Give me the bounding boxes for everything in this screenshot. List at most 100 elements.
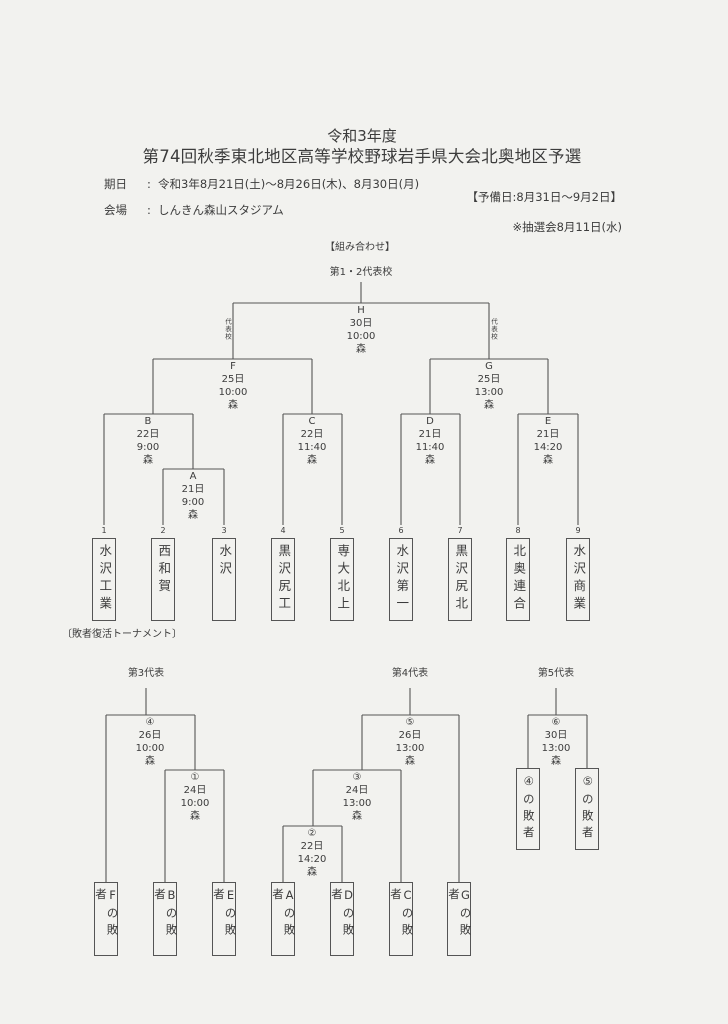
team-number: 6 bbox=[398, 526, 404, 535]
loser-entry-box-label: Fの敗者 bbox=[94, 888, 120, 940]
winner-label: 第1・2代表校 bbox=[329, 267, 393, 278]
venue-separator: : bbox=[147, 203, 151, 217]
team-box-label: 北奥連合 bbox=[511, 544, 527, 614]
fourth-rep-label: 第4代表 bbox=[391, 668, 429, 679]
main-bracket-heading: 【組み合わせ】 bbox=[325, 242, 395, 253]
fifth-rep-label: 第5代表 bbox=[537, 668, 575, 679]
game-venue: 森 bbox=[355, 344, 366, 355]
game-date: 26日 bbox=[138, 730, 162, 741]
game-time: 14:20 bbox=[533, 442, 563, 453]
game-date: 21日 bbox=[181, 484, 205, 495]
third-rep-label: 第3代表 bbox=[127, 668, 165, 679]
game-id: C bbox=[308, 416, 316, 427]
game-time: 11:40 bbox=[415, 442, 445, 453]
game-id: ⑤ bbox=[405, 717, 415, 728]
game-date: 25日 bbox=[477, 374, 501, 385]
game-time: 9:00 bbox=[181, 497, 205, 508]
game-E: E 21日 14:20 森 bbox=[534, 415, 563, 467]
team-box-label: 水沢 bbox=[217, 544, 233, 579]
team-number: 1 bbox=[101, 526, 107, 535]
team-number: 5 bbox=[339, 526, 345, 535]
game-4: ④ 26日 10:00 森 bbox=[136, 716, 165, 768]
final-loser-entry-box-label: ⑤の敗者 bbox=[580, 774, 595, 843]
game-date: 25日 bbox=[221, 374, 245, 385]
game-time: 10:00 bbox=[135, 743, 165, 754]
game-H: H 30日 10:00 森 bbox=[347, 304, 376, 356]
team-number: 4 bbox=[280, 526, 286, 535]
game-venue: 森 bbox=[404, 756, 415, 767]
title-tournament: 第74回秋季東北地区高等学校野球岩手県大会北奥地区予選 bbox=[142, 147, 582, 166]
game-date: 21日 bbox=[418, 429, 442, 440]
loser-entry-box: Gの敗者 bbox=[447, 882, 473, 956]
game-C: C 22日 11:40 森 bbox=[298, 415, 327, 467]
game-time: 10:00 bbox=[346, 331, 376, 342]
loser-entry-box-label: Cの敗者 bbox=[389, 888, 415, 940]
game-id: ④ bbox=[145, 717, 155, 728]
team-box: 黒沢尻工 bbox=[271, 538, 295, 621]
game-venue: 森 bbox=[424, 455, 435, 466]
game-date: 22日 bbox=[300, 429, 324, 440]
lottery-date: ※抽選会8月11日(水) bbox=[512, 220, 622, 234]
date-separator: : bbox=[147, 177, 151, 191]
reserve-days: 【予備日:8月31日～9月2日】 bbox=[466, 190, 622, 204]
game-venue: 森 bbox=[351, 811, 362, 822]
game-time: 10:00 bbox=[180, 798, 210, 809]
loser-entry-box: Fの敗者 bbox=[94, 882, 120, 956]
game-time: 14:20 bbox=[297, 854, 327, 865]
team-box-label: 黒沢尻北 bbox=[453, 544, 469, 614]
game-time: 11:40 bbox=[297, 442, 327, 453]
game-time: 13:00 bbox=[395, 743, 425, 754]
team-box: 水沢工業 bbox=[92, 538, 116, 621]
game-venue: 森 bbox=[187, 510, 198, 521]
team-box-label: 黒沢尻工 bbox=[276, 544, 292, 614]
venue-label: 会場 bbox=[104, 203, 127, 217]
team-number: 8 bbox=[515, 526, 521, 535]
team-box-label: 水沢商業 bbox=[571, 544, 587, 614]
loser-entry-box-label: Bの敗者 bbox=[153, 888, 179, 940]
game-date: 22日 bbox=[136, 429, 160, 440]
game-date: 26日 bbox=[398, 730, 422, 741]
game-time: 10:00 bbox=[218, 387, 248, 398]
team-number: 2 bbox=[160, 526, 166, 535]
loser-entry-box: Aの敗者 bbox=[271, 882, 297, 956]
game-id: ⑥ bbox=[551, 717, 561, 728]
game-id: H bbox=[357, 305, 365, 316]
team-number: 7 bbox=[457, 526, 463, 535]
loser-entry-box: Bの敗者 bbox=[153, 882, 179, 956]
game-5: ⑤ 26日 13:00 森 bbox=[396, 716, 425, 768]
final-loser-entry-box-label: ④の敗者 bbox=[521, 774, 536, 843]
game-id: E bbox=[544, 416, 552, 427]
game-time: 13:00 bbox=[474, 387, 504, 398]
game-id: D bbox=[426, 416, 434, 427]
game-date: 22日 bbox=[300, 841, 324, 852]
team-box: 水沢商業 bbox=[566, 538, 590, 621]
loser-entry-box-label: Eの敗者 bbox=[212, 888, 238, 940]
game-date: 30日 bbox=[349, 318, 373, 329]
game-id: B bbox=[144, 416, 152, 427]
team-box-label: 西和賀 bbox=[156, 544, 172, 597]
loser-entry-box-label: Aの敗者 bbox=[271, 888, 297, 940]
team-box: 西和賀 bbox=[151, 538, 175, 621]
game-venue: 森 bbox=[306, 455, 317, 466]
loser-entry-box: Eの敗者 bbox=[212, 882, 238, 956]
game-venue: 森 bbox=[142, 455, 153, 466]
date-value: 令和3年8月21日(土)～8月26日(木)、8月30日(月) bbox=[158, 177, 420, 191]
loser-entry-box: Cの敗者 bbox=[389, 882, 415, 956]
game-venue: 森 bbox=[144, 756, 155, 767]
title-year: 令和3年度 bbox=[327, 127, 397, 145]
game-date: 21日 bbox=[536, 429, 560, 440]
team-box: 北奥連合 bbox=[506, 538, 530, 621]
loser-entry-box: Dの敗者 bbox=[330, 882, 356, 956]
final-loser-entry-box: ④の敗者 bbox=[516, 768, 540, 850]
game-venue: 森 bbox=[542, 455, 553, 466]
team-box-label: 水沢第一 bbox=[394, 544, 410, 614]
game-date: 24日 bbox=[183, 785, 207, 796]
